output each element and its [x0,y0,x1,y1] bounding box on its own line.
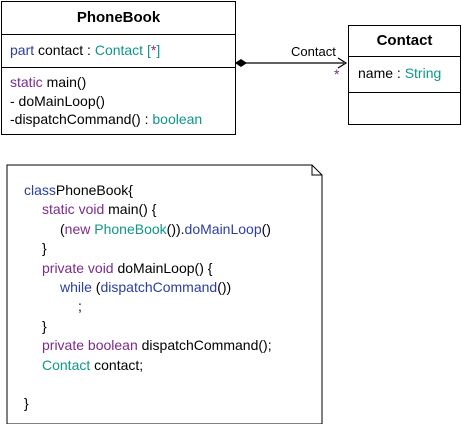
code-token: while [60,278,92,295]
code-token: main() { [104,201,157,218]
contact-attribute: part contact : Contact [*] [2,35,235,65]
code-token: () [261,220,271,237]
operation-dispatchcommand: -dispatchCommand() : boolean [2,110,235,129]
code-token: ()). [166,220,185,237]
code-token: PhoneBook{ [55,182,133,198]
operation-main: static main() [2,73,235,92]
code-token: ()) [217,278,232,295]
multiplicity-close: ] [156,42,161,58]
code-token: } [42,317,47,334]
name-attribute-text: name : [358,65,405,81]
association-multiplicity: * [334,66,340,82]
composition-diamond [235,59,247,67]
navigability-arrowhead [337,57,348,69]
multiplicity-open: [ [143,42,151,58]
part-keyword: part [10,42,35,58]
code-line: (new PhoneBook()).doMainLoop() [24,220,272,239]
attribute-type: Contact [94,42,144,58]
name-attribute: name : String [349,57,460,90]
contact-attributes: name : String [349,56,460,92]
association-role-label: Contact [291,44,336,59]
note-outline [6,164,323,424]
code-token: new [64,220,91,237]
code-line: private boolean dispatchCommand(); [24,336,272,355]
contact-operations [349,92,460,126]
dispatch-return-type: boolean [152,111,203,127]
phonebook-operations: static main() - doMainLoop() -dispatchCo… [2,67,235,129]
code-token: contact; [90,356,144,373]
code-line: static void main() { [24,200,272,219]
name-attribute-type: String [404,65,442,81]
code-token: ( [91,278,101,295]
phonebook-class: PhoneBook part contact : Contact [*] sta… [1,1,236,135]
code-token: } [24,395,29,412]
operation-domainloop: - doMainLoop() [2,92,235,111]
code-token: PhoneBook [94,220,167,237]
code-line: ; [24,297,272,316]
code-token: } [42,240,47,257]
code-line: Contact contact; [24,356,272,375]
code-line: } [24,317,272,336]
code-token: dispatchCommand(); [137,337,272,354]
contact-class-name: Contact [376,32,433,49]
main-operation-text: main() [42,74,87,90]
contact-class: Contact name : String [348,25,461,125]
code-token: ; [78,298,82,315]
code-token: doMainLoop [184,220,262,237]
code-token: ( [60,220,65,237]
code-line: classPhoneBook{ [24,181,272,200]
code-token: class [24,182,56,198]
static-keyword: static [10,74,43,90]
code-token: dispatchCommand [100,278,218,295]
code-line: while (dispatchCommand()) [24,278,272,297]
code-note: classPhoneBook{static void main() {(new … [24,181,272,414]
phonebook-attributes: part contact : Contact [*] [2,34,235,67]
code-token: Contact [42,356,91,373]
note-dog-ear [311,165,322,176]
code-token: doMainLoop() { [113,259,213,276]
attribute-name: contact : [34,42,95,58]
domainloop-text: - doMainLoop() [10,92,105,109]
dispatch-text: -dispatchCommand() : [10,111,153,127]
code-token: static void [42,201,105,218]
multiplicity-star: * [150,42,157,58]
code-line [24,375,272,394]
phonebook-class-name: PhoneBook [76,9,161,26]
code-line: private void doMainLoop() { [24,259,272,278]
code-line: } [24,394,272,413]
code-token: private boolean [42,337,138,354]
code-line: } [24,239,272,258]
code-token: private void [42,259,114,276]
